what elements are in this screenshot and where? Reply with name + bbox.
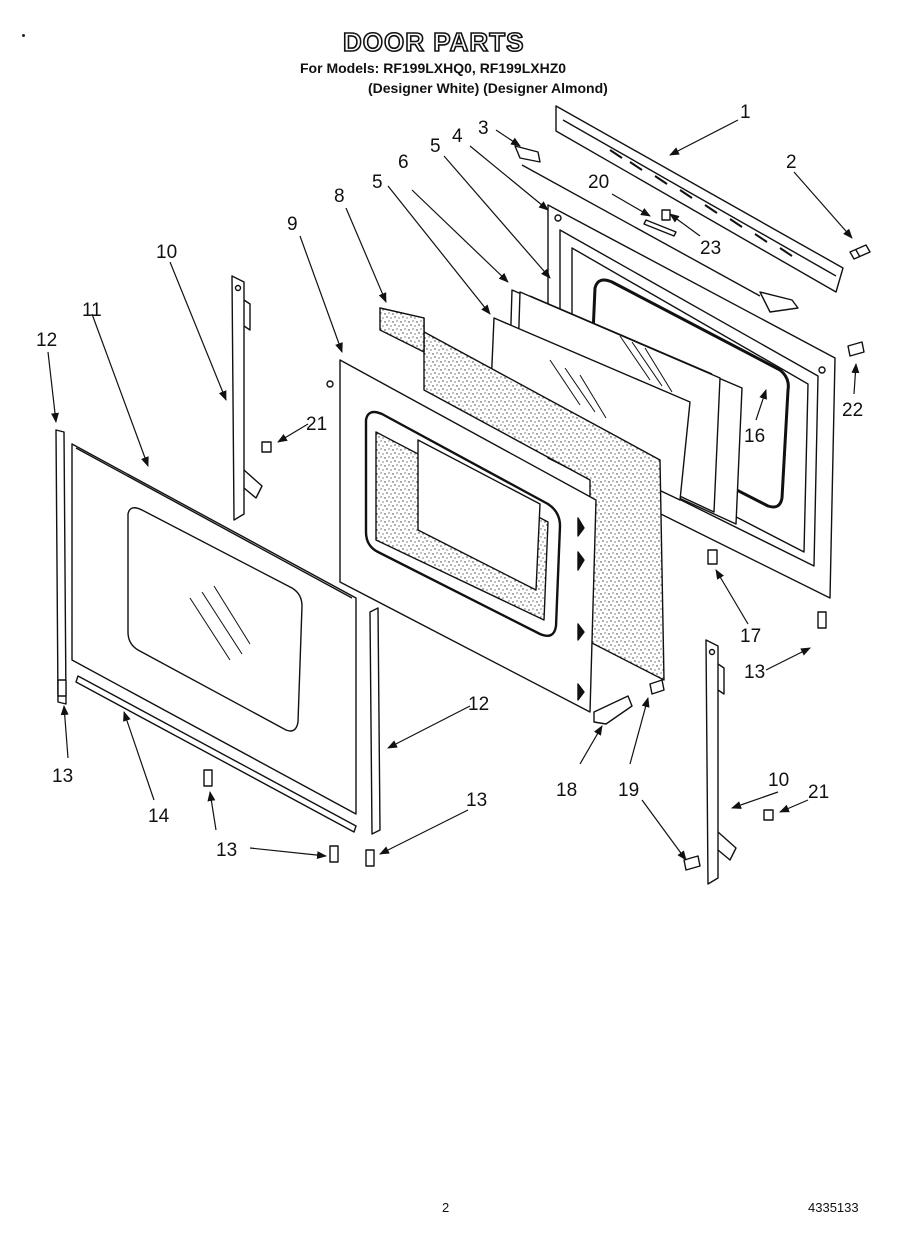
leader-lines bbox=[47, 119, 860, 861]
callout-6: 6 bbox=[398, 152, 409, 173]
callout-23: 23 bbox=[700, 238, 721, 259]
color-line: (Designer White) (Designer Almond) bbox=[368, 80, 608, 96]
part-clip-17 bbox=[707, 549, 718, 565]
part-end-cap bbox=[514, 145, 761, 297]
model-line: For Models: RF199LXHQ0, RF199LXHZ0 bbox=[300, 60, 567, 76]
callout-21-right: 21 bbox=[808, 782, 829, 803]
callout-3: 3 bbox=[478, 118, 489, 139]
part-clip-right bbox=[763, 809, 774, 821]
part-clip-left bbox=[261, 441, 272, 453]
page-title: DOOR PARTS bbox=[342, 26, 525, 58]
callout-5a: 5 bbox=[430, 136, 441, 157]
callout-21-left: 21 bbox=[306, 414, 327, 435]
callout-2: 2 bbox=[786, 152, 797, 173]
callout-16: 16 bbox=[744, 426, 765, 447]
part-side-trim-left bbox=[55, 429, 67, 705]
callout-1: 1 bbox=[740, 102, 751, 123]
part-outer-glass bbox=[71, 443, 357, 815]
callout-13-center: 13 bbox=[466, 790, 487, 811]
callout-10-left: 10 bbox=[156, 242, 177, 263]
callout-13-left: 13 bbox=[52, 766, 73, 787]
callout-12-left: 12 bbox=[36, 330, 57, 351]
part-top-trim bbox=[555, 105, 844, 313]
page-header: DOOR PARTS For Models: RF199LXHQ0, RF199… bbox=[0, 0, 897, 100]
callout-5b: 5 bbox=[372, 172, 383, 193]
callout-17: 17 bbox=[740, 626, 761, 647]
callout-22: 22 bbox=[842, 400, 863, 421]
part-screws bbox=[57, 209, 865, 871]
part-screw-top bbox=[849, 244, 871, 260]
page-number: 2 bbox=[442, 1200, 450, 1215]
document-number: 4335133 bbox=[808, 1200, 859, 1215]
callout-8: 8 bbox=[334, 186, 345, 207]
callout-13-right: 13 bbox=[744, 662, 765, 683]
callout-9: 9 bbox=[287, 214, 298, 235]
part-door-panel bbox=[326, 359, 597, 713]
callout-10-right: 10 bbox=[768, 770, 789, 791]
callout-12-right: 12 bbox=[468, 694, 489, 715]
callout-19: 19 bbox=[618, 780, 639, 801]
part-side-trim-right bbox=[369, 607, 381, 835]
part-bottom-trim bbox=[75, 675, 357, 833]
callout-13-bottom: 13 bbox=[216, 840, 237, 861]
part-hinge-right bbox=[705, 639, 737, 885]
callout-4: 4 bbox=[452, 126, 463, 147]
part-hinge-left bbox=[231, 275, 263, 521]
callout-14: 14 bbox=[148, 806, 170, 827]
callout-labels: 1 2 3 4 5 5 6 8 9 10 11 12 12 13 13 13 1… bbox=[36, 102, 863, 861]
part-bracket bbox=[593, 695, 633, 725]
callout-18: 18 bbox=[556, 780, 577, 801]
corner-mark bbox=[22, 34, 25, 37]
callout-11: 11 bbox=[82, 300, 102, 321]
callout-20: 20 bbox=[588, 172, 609, 193]
